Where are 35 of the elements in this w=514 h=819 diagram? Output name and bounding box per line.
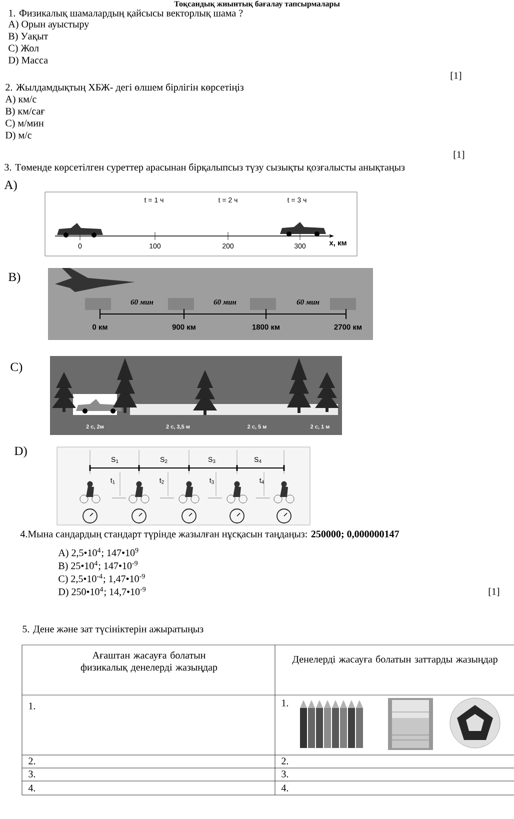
option-letter: C) [10, 362, 22, 374]
page-title: Тоқсандық жиынтық бағалау тапсырмалары [174, 0, 340, 8]
row-number: 4. [281, 784, 288, 792]
answer-option: D) Масса [8, 56, 48, 66]
row-number: 1. [282, 700, 288, 706]
table-header: Ағаштан жасауға болатын физикалық денелерді жазыңдар [80, 651, 218, 673]
answer-option: A) Орын ауыстыру [8, 20, 90, 30]
table-header: Денелерді жасауға болатын заттарды жазыңдар [292, 655, 498, 665]
question-text: 5. Дене және зат түсініктерін ажыратыңыз [22, 626, 204, 634]
answer-option: C) Жол [8, 44, 39, 54]
row-number: 2. [282, 758, 288, 764]
question-text: 4.Мына сандардың стандарт түрінде жазылған нұсқасын таңдаңыз: 250000; 0,000000147 [20, 530, 400, 540]
row-number: 2. [28, 758, 36, 764]
row-number: 3. [282, 770, 288, 778]
answer-option: B) км/сағ [5, 107, 45, 117]
option-letter: D) [14, 446, 27, 458]
answer-option: D) 250•10$^{4}$; 14,7•10$^{-9}$ [58, 586, 146, 598]
question-text: 3. Төменде көрсетілген суреттер арасынан бірқалыпсыз түзу сызықты қозғалысты анықтаңыз [4, 163, 405, 173]
option-letter: A) [4, 180, 17, 192]
option-letter: B) [8, 272, 20, 284]
answer-option: D) м/с [5, 131, 32, 141]
answer-option: C) м/мин [6, 119, 44, 129]
score-mark: [1] [450, 72, 462, 80]
row-number: 4. [28, 784, 36, 792]
question-text: 1. Физикалық шамалардың қайсысы векторлық шама ? [9, 10, 243, 18]
answer-option: B) 25•10$^{4}$; 147•10$^{-9}$ [58, 560, 138, 572]
row-number: 3. [28, 770, 36, 778]
answer-option: A) 2,5•10$^{4}$; 147•10$^{9}$ [58, 548, 138, 558]
score-mark: [1] [488, 588, 500, 596]
score-mark: [1] [454, 150, 464, 160]
answer-option: B) Уақыт [8, 32, 48, 42]
question-text: 2. Жылдамдықтың ХБЖ- дегі өлшем бірлігін көрсетіңіз [6, 83, 244, 93]
answer-option: A) км/с [5, 95, 36, 105]
row-number: 1. [29, 702, 36, 710]
answer-option: C) 2,5•10$^{-4}$; 1,47•10$^{-9}$ [58, 574, 145, 584]
